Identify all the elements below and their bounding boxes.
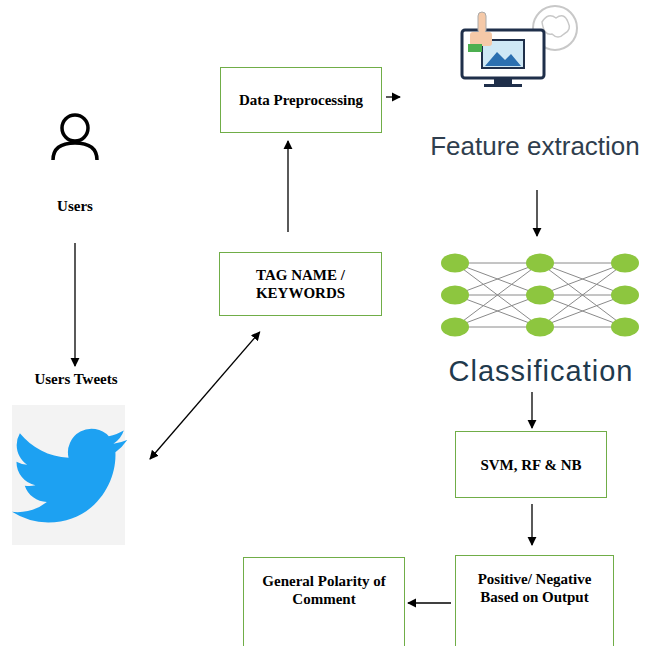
node-label: Data Preprocessing: [239, 91, 363, 109]
network-neuron: [526, 254, 554, 273]
network-neuron: [611, 286, 639, 305]
node-label: Users Tweets: [34, 370, 117, 388]
feature-node: Feature extraction: [420, 0, 650, 162]
output-box: Positive/ Negative Based on Output: [455, 555, 614, 646]
network-neuron: [611, 318, 639, 337]
network-link: [540, 263, 625, 295]
tweets-node: Users Tweets: [8, 370, 144, 548]
node-label: Feature extraction: [430, 131, 640, 162]
process-box: Data Preprocessing: [220, 67, 382, 133]
twitter-logo: [12, 405, 127, 545]
node-label: Users: [57, 197, 93, 215]
monitor-icon: [462, 6, 577, 87]
flow-arrow: [408, 602, 451, 603]
neural-network-icon: [441, 254, 639, 337]
flow-arrow: [531, 392, 532, 428]
process-box: TAG NAME / KEYWORDS: [219, 252, 382, 316]
flow-arrow: [74, 243, 75, 366]
node-label: Positive/ Negative Based on Output: [472, 570, 597, 606]
flow-arrow: [150, 332, 260, 459]
network-neuron: [526, 318, 554, 337]
network-neuron: [526, 286, 554, 305]
network-neuron: [441, 286, 469, 305]
node-label: SVM, RF & NB: [480, 456, 581, 474]
node-label: General Polarity of Comment: [260, 572, 388, 608]
flow-arrow: [386, 96, 400, 97]
output-box: General Polarity of Comment: [243, 557, 405, 646]
flow-arrow: [531, 504, 532, 545]
flow-arrow: [287, 141, 288, 232]
process-box: SVM, RF & NB: [455, 431, 607, 498]
network-link: [540, 295, 625, 327]
classification-node: Classification: [428, 242, 654, 388]
network-link: [540, 263, 625, 295]
network-link: [455, 263, 540, 295]
network-neuron: [611, 254, 639, 273]
user-node: Users: [35, 105, 115, 215]
network-neuron: [441, 254, 469, 273]
network-link: [455, 263, 540, 295]
network-neuron: [441, 318, 469, 337]
user-icon: [53, 115, 97, 160]
flow-arrow: [536, 190, 537, 236]
node-label: TAG NAME / KEYWORDS: [236, 266, 365, 302]
network-link: [455, 295, 540, 327]
network-link: [540, 295, 625, 327]
node-label: Classification: [449, 355, 634, 388]
network-link: [455, 295, 540, 327]
